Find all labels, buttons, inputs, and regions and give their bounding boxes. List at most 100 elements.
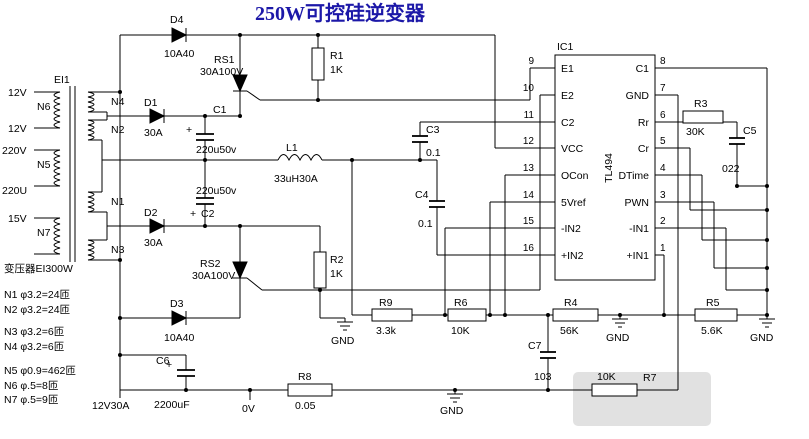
ref-c5: C5 (743, 125, 757, 137)
pin-name-in2p: +IN2 (561, 250, 584, 262)
net-label-0v: 0V (242, 403, 255, 415)
resistor-r8 (287, 383, 333, 397)
terminal-label-15v: 15V (8, 213, 27, 225)
transformer-caption: 变压器EI300W (4, 262, 73, 275)
value-c7: 103 (534, 371, 552, 383)
value-r3: 30K (686, 126, 705, 138)
winding-note-3: N3 φ3.2=6匝 (4, 326, 65, 338)
capacitor-c5 (729, 137, 745, 145)
ref-rs2: RS2 (200, 258, 221, 270)
pin-number-9: 9 (528, 56, 534, 67)
ref-r4: R4 (564, 297, 578, 309)
capacitor-c3 (412, 135, 428, 143)
value-d3: 10A40 (164, 332, 195, 344)
polarity-c1: + (186, 124, 192, 136)
ref-l1: L1 (286, 142, 298, 154)
ref-r2: R2 (330, 254, 344, 266)
value-c4: 0.1 (418, 218, 433, 230)
pin-number-3: 3 (660, 190, 666, 201)
pin-name-e1: E1 (561, 63, 574, 75)
terminal-label-220u: 220U (2, 185, 27, 197)
winding-label-n4: N4 (111, 96, 125, 108)
value-rs1: 30A100V (200, 66, 243, 78)
resistor-r5 (694, 308, 738, 322)
winding-label-n7: N7 (37, 227, 51, 239)
pin-number-5: 5 (660, 136, 666, 147)
pin-number-15: 15 (523, 216, 535, 227)
scr-rs1 (232, 74, 248, 93)
terminal-label-12v-b: 12V (8, 123, 27, 135)
ref-rs1: RS1 (214, 54, 235, 66)
value-r1: 1K (330, 64, 343, 76)
watermark (573, 372, 711, 426)
net-label-gnd-2: GND (440, 405, 464, 417)
pin-name-in1p: +IN1 (627, 250, 650, 262)
capacitor-c6 (177, 369, 195, 377)
ref-c6: C6 (156, 355, 170, 367)
value-r8: 0.05 (295, 400, 316, 412)
wires (34, 34, 768, 400)
winding-note-5: N5 φ0.9=462匝 (4, 365, 76, 377)
pin-name-e2: E2 (561, 90, 574, 102)
winding-label-n3: N3 (111, 244, 125, 256)
capacitor-c4 (429, 200, 445, 208)
net-label-gnd-4: GND (750, 332, 774, 344)
diode-d1 (149, 108, 166, 124)
transformer-ref: EI1 (54, 74, 70, 86)
ref-r5: R5 (706, 297, 720, 309)
ref-r9: R9 (379, 297, 393, 309)
pin-number-12: 12 (523, 136, 535, 147)
ic-ref: IC1 (557, 41, 574, 53)
winding-note-7: N7 φ.5=9匝 (4, 394, 59, 406)
winding-label-n2: N2 (111, 124, 125, 136)
value-r2: 1K (330, 268, 343, 280)
pin-name-pwn: PWN (625, 197, 650, 209)
value-c2: 220u50v (196, 185, 237, 197)
pin-name-c2: C2 (561, 117, 575, 129)
winding-label-n6: N6 (37, 101, 51, 113)
ic-body (554, 54, 656, 281)
value-c1: 220u50v (196, 144, 237, 156)
terminal-label-220v: 220V (2, 145, 27, 157)
resistor-r4 (552, 308, 599, 322)
pin-number-11: 11 (524, 110, 535, 121)
diode-d4 (171, 27, 188, 43)
scr-rs2 (232, 261, 248, 280)
pin-number-1: 1 (660, 243, 666, 254)
ref-r7: R7 (643, 372, 657, 384)
pin-name-in1n: -IN1 (629, 223, 649, 235)
capacitor-c1 (196, 133, 214, 141)
pin-number-2: 2 (660, 216, 666, 227)
ref-c3: C3 (426, 124, 440, 136)
net-label-gnd-1: GND (331, 335, 355, 347)
resistor-r7 (591, 383, 638, 397)
ref-r6: R6 (454, 297, 468, 309)
pin-name-ocon: OCon (561, 170, 589, 182)
diode-d3 (171, 310, 188, 326)
winding-label-n1: N1 (111, 196, 125, 208)
page-title: 250W可控硅逆变器 (255, 1, 426, 25)
pin-name-in2n: -IN2 (561, 223, 581, 235)
ref-d2: D2 (144, 207, 158, 219)
pin-name-rr: Rr (638, 117, 650, 129)
pin-name-5vref: 5Vref (561, 197, 586, 209)
resistor-r1 (311, 47, 325, 81)
capacitor-c7 (540, 351, 556, 359)
ref-c7: C7 (528, 340, 542, 352)
pin-name-c1: C1 (636, 63, 650, 75)
ic-part-number: TL494 (603, 153, 615, 183)
value-d2: 30A (144, 237, 163, 249)
winding-note-4: N4 φ3.2=6匝 (4, 341, 65, 353)
pin-name-vcc: VCC (561, 143, 584, 155)
winding-note-2: N2 φ3.2=24匝 (4, 304, 71, 316)
pin-number-13: 13 (523, 163, 535, 174)
winding-label-n5: N5 (37, 159, 51, 171)
value-d1: 30A (144, 127, 163, 139)
ref-r8: R8 (298, 371, 312, 383)
value-r9: 3.3k (376, 325, 397, 337)
resistor-r3 (682, 110, 724, 124)
value-c3: 0.1 (426, 147, 441, 159)
pin-number-16: 16 (523, 243, 535, 254)
polarity-c6: + (166, 359, 172, 371)
